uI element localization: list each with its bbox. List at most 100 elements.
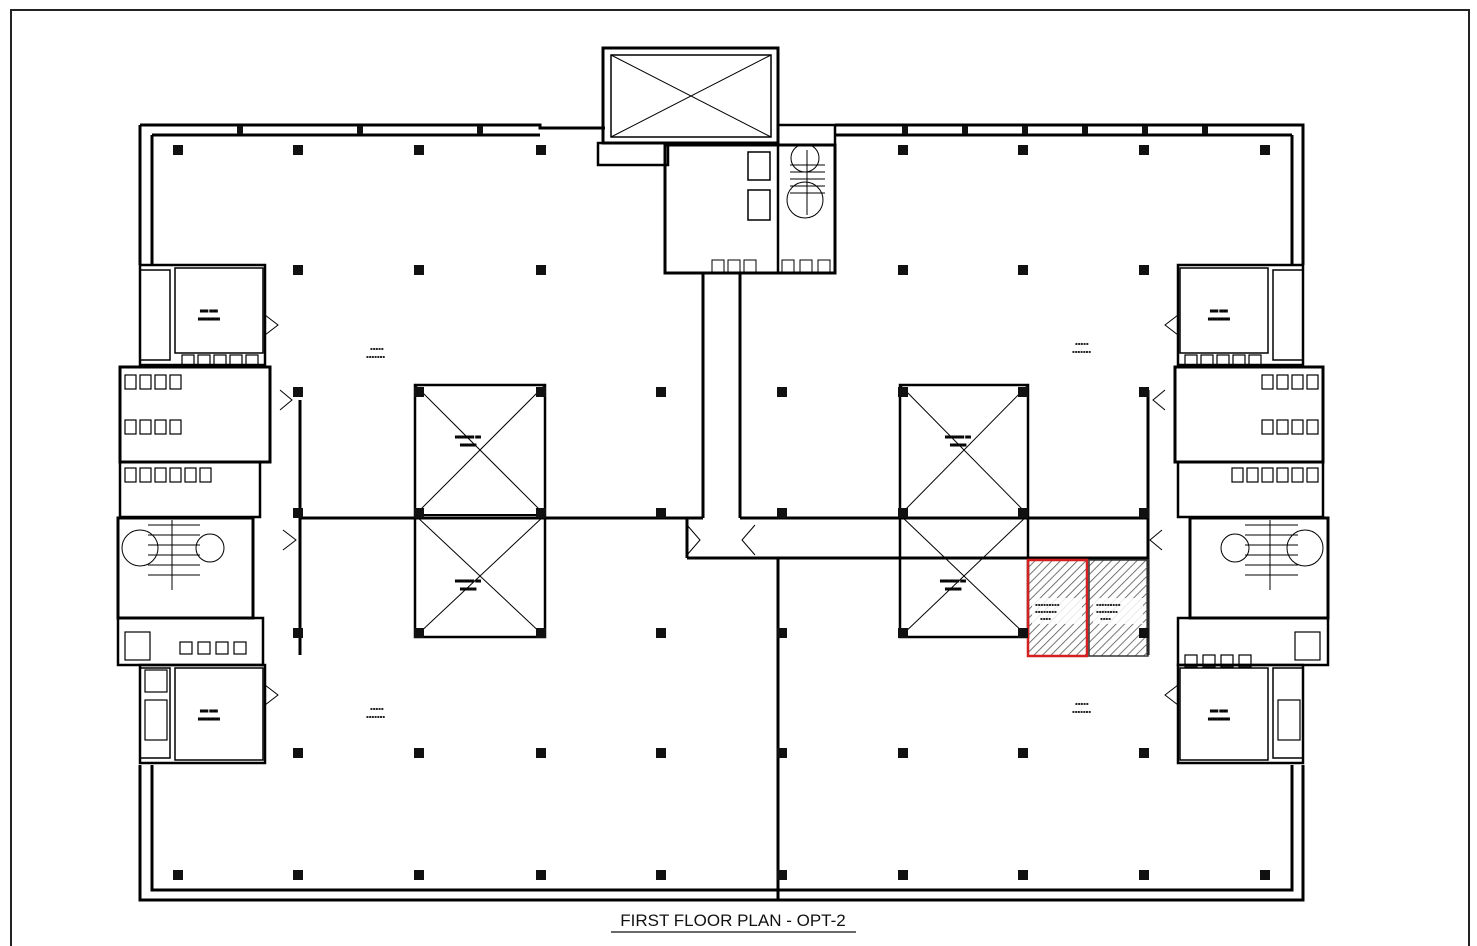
wall-pier: [1142, 126, 1148, 134]
column: [536, 748, 546, 758]
column: [1018, 628, 1028, 638]
column: [777, 387, 787, 397]
column: [1139, 628, 1149, 638]
office-labels: ▪▪▪▪▪ ▪▪▪▪▪▪▪ ▪▪▪▪▪ ▪▪▪▪▪▪▪ ▪▪▪▪▪ ▪▪▪▪▪▪…: [366, 341, 1091, 719]
column: [656, 628, 666, 638]
top-service-core: [596, 46, 837, 275]
column: [1018, 145, 1028, 155]
column: [536, 870, 546, 880]
svg-text:▪▪▪▪▪▪▪ ▪▪: ▪▪▪▪▪▪▪ ▪▪: [940, 578, 966, 583]
column: [293, 508, 303, 518]
column: [898, 145, 908, 155]
svg-text:▪▪▪▪▪▪▪▪▪: ▪▪▪▪▪▪▪▪▪: [1035, 602, 1060, 607]
column: [536, 387, 546, 397]
column: [898, 508, 908, 518]
svg-text:▪▪▪▪: ▪▪▪▪: [1100, 616, 1111, 621]
column: [536, 265, 546, 275]
svg-text:▪▪▪▪▪▪▪▪: ▪▪▪▪▪▪▪▪: [1208, 316, 1230, 321]
wall-pier: [1022, 126, 1028, 134]
structural-columns: [173, 126, 1270, 880]
wall-pier: [1082, 126, 1088, 134]
column: [898, 387, 908, 397]
svg-text:▪▪▪▪▪▪▪▪: ▪▪▪▪▪▪▪▪: [1096, 609, 1118, 614]
column: [1018, 265, 1028, 275]
wall-pier: [962, 126, 968, 134]
column: [777, 870, 787, 880]
column: [1139, 508, 1149, 518]
column: [1139, 870, 1149, 880]
svg-text:▪▪▪▪▪: ▪▪▪▪▪: [370, 346, 384, 351]
svg-text:▪▪▪▪▪▪▪▪: ▪▪▪▪▪▪▪▪: [1035, 609, 1057, 614]
svg-text:▪▪▪▪▪▪▪▪▪: ▪▪▪▪▪▪▪▪▪: [1096, 602, 1121, 607]
column: [1018, 870, 1028, 880]
svg-text:▪▪▪▪▪▪▪▪: ▪▪▪▪▪▪▪▪: [198, 716, 220, 721]
svg-text:▪▪▪▪▪▪▪: ▪▪▪▪▪▪▪: [1072, 709, 1091, 714]
column: [1139, 387, 1149, 397]
outer-walls: [138, 123, 1305, 902]
column: [1018, 508, 1028, 518]
left-service-core: ▪▪▪ ▪▪▪ ▪▪▪▪▪▪▪▪ ▪▪▪ ▪▪▪ ▪▪▪▪▪▪▪▪: [116, 263, 297, 765]
column: [414, 508, 424, 518]
column: [1139, 145, 1149, 155]
svg-text:▪▪▪▪▪▪: ▪▪▪▪▪▪: [945, 586, 962, 591]
svg-text:▪▪▪▪▪▪▪▪: ▪▪▪▪▪▪▪▪: [1208, 716, 1230, 721]
column: [898, 870, 908, 880]
column: [777, 628, 787, 638]
svg-text:▪▪▪ ▪▪▪: ▪▪▪ ▪▪▪: [200, 308, 218, 313]
column: [1018, 748, 1028, 758]
column: [293, 387, 303, 397]
column: [777, 748, 787, 758]
svg-text:▪▪▪▪▪▪▪ ▪▪: ▪▪▪▪▪▪▪ ▪▪: [945, 434, 971, 439]
wall-pier: [902, 126, 908, 134]
column: [1139, 748, 1149, 758]
right-service-core: ▪▪▪ ▪▪▪ ▪▪▪▪▪▪▪▪ ▪▪▪ ▪▪▪ ▪▪▪▪▪▪▪▪: [686, 263, 1330, 765]
column: [656, 508, 666, 518]
column: [293, 265, 303, 275]
column: [898, 265, 908, 275]
column: [173, 870, 183, 880]
column: [898, 748, 908, 758]
svg-text:▪▪▪▪▪▪▪: ▪▪▪▪▪▪▪: [1072, 349, 1091, 354]
wall-pier: [357, 126, 363, 134]
column: [293, 748, 303, 758]
sheet-border: [10, 9, 1470, 946]
atrium-voids: ▪▪▪▪▪▪▪ ▪▪ ▪▪▪▪▪▪ ▪▪▪▪▪▪▪ ▪▪ ▪▪▪▪▪▪ ▪▪▪▪…: [413, 383, 1030, 639]
svg-text:▪▪▪▪▪▪▪: ▪▪▪▪▪▪▪: [366, 714, 385, 719]
column: [414, 145, 424, 155]
wall-pier: [237, 126, 243, 134]
svg-text:▪▪▪▪▪▪: ▪▪▪▪▪▪: [460, 442, 477, 447]
column: [656, 387, 666, 397]
column: [1260, 145, 1270, 155]
svg-text:▪▪▪▪▪▪▪ ▪▪: ▪▪▪▪▪▪▪ ▪▪: [455, 578, 481, 583]
wall-pier: [1202, 126, 1208, 134]
svg-text:▪▪▪▪▪▪▪: ▪▪▪▪▪▪▪: [366, 354, 385, 359]
column: [293, 145, 303, 155]
column: [536, 145, 546, 155]
svg-text:▪▪▪▪▪: ▪▪▪▪▪: [1075, 341, 1089, 346]
column: [173, 145, 183, 155]
column: [1018, 387, 1028, 397]
svg-text:▪▪▪▪▪: ▪▪▪▪▪: [1075, 701, 1089, 706]
column: [1139, 265, 1149, 275]
column: [777, 508, 787, 518]
column: [536, 508, 546, 518]
column: [414, 387, 424, 397]
column: [898, 628, 908, 638]
central-corridor: [298, 273, 1150, 900]
column: [536, 628, 546, 638]
svg-text:▪▪▪▪▪: ▪▪▪▪▪: [370, 706, 384, 711]
svg-text:▪▪▪▪▪▪▪▪: ▪▪▪▪▪▪▪▪: [198, 316, 220, 321]
svg-text:▪▪▪ ▪▪▪: ▪▪▪ ▪▪▪: [1210, 708, 1228, 713]
column: [414, 748, 424, 758]
column: [1260, 870, 1270, 880]
drawing-title: FIRST FLOOR PLAN - OPT-2: [620, 911, 845, 930]
svg-text:▪▪▪ ▪▪▪: ▪▪▪ ▪▪▪: [200, 708, 218, 713]
svg-text:▪▪▪▪▪▪: ▪▪▪▪▪▪: [950, 442, 967, 447]
column: [414, 628, 424, 638]
column: [414, 870, 424, 880]
wall-pier: [477, 126, 483, 134]
svg-text:▪▪▪ ▪▪▪: ▪▪▪ ▪▪▪: [1210, 308, 1228, 313]
svg-text:▪▪▪▪▪▪▪ ▪▪: ▪▪▪▪▪▪▪ ▪▪: [455, 434, 481, 439]
